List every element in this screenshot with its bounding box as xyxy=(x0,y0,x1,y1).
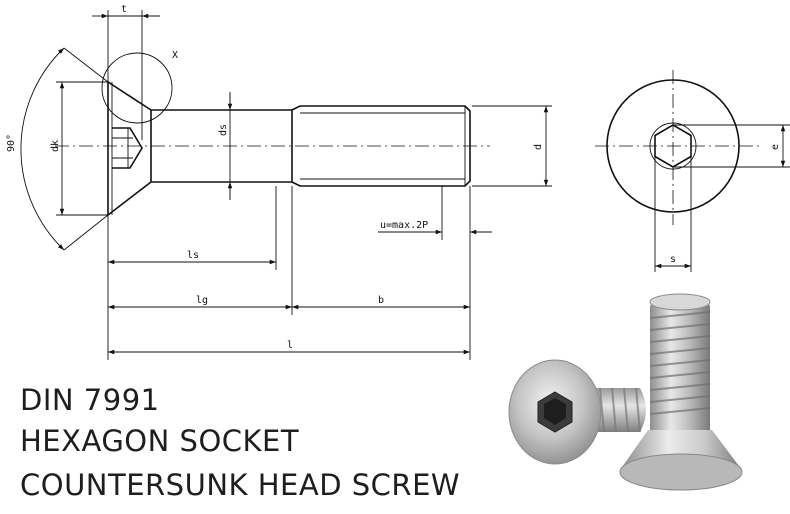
dim-d: d xyxy=(472,105,552,187)
dim-s: s xyxy=(654,156,692,272)
dk-label: dk xyxy=(50,140,61,152)
t-label: t xyxy=(121,4,127,15)
standing-screw-head-base xyxy=(619,453,743,491)
socket-circle xyxy=(649,122,697,170)
standing-screw-tip xyxy=(649,293,711,311)
angle-ext-bottom xyxy=(63,214,109,251)
standing-screw-threads xyxy=(649,311,711,415)
dim-ds: ds xyxy=(218,92,233,200)
e-label: e xyxy=(770,144,781,150)
dim-l: l xyxy=(108,340,470,355)
caption-head-type: COUNTERSUNK HEAD SCREW xyxy=(20,468,461,502)
standing-screw-shank xyxy=(650,300,710,440)
angle-arc xyxy=(20,47,65,251)
lying-screw-socket-depth xyxy=(544,398,566,425)
detail-circle xyxy=(101,52,173,124)
dim-u: u=max.2P xyxy=(378,186,492,240)
s-label: s xyxy=(670,254,676,265)
angle-label: 90° xyxy=(6,134,17,152)
screw-end-view xyxy=(595,70,760,225)
dim-angle: 90° xyxy=(6,47,109,251)
ls-label: ls xyxy=(187,250,199,261)
screw-side-view xyxy=(55,80,490,217)
d-label: d xyxy=(533,144,544,150)
screw-photo xyxy=(508,293,743,491)
lg-label: lg xyxy=(196,295,208,306)
screw-head-outline xyxy=(107,80,152,217)
b-label: b xyxy=(378,295,384,306)
caption-socket-type: HEXAGON SOCKET xyxy=(20,424,300,458)
ds-label: ds xyxy=(218,124,229,136)
hex-socket-outline xyxy=(112,127,143,169)
dim-ls: ls xyxy=(107,186,277,360)
detail-x-marker: X xyxy=(101,50,178,124)
dim-lg-b: lg b xyxy=(108,186,471,360)
l-label: l xyxy=(287,340,293,351)
u-label: u=max.2P xyxy=(380,220,428,231)
lying-screw-threads xyxy=(599,387,641,433)
caption-standard: DIN 7991 xyxy=(20,383,160,417)
dim-t: t xyxy=(92,4,160,140)
dim-dk: dk xyxy=(50,81,108,216)
detail-label-x: X xyxy=(172,50,178,61)
dim-e: e xyxy=(673,124,790,168)
angle-ext-top xyxy=(63,47,109,83)
